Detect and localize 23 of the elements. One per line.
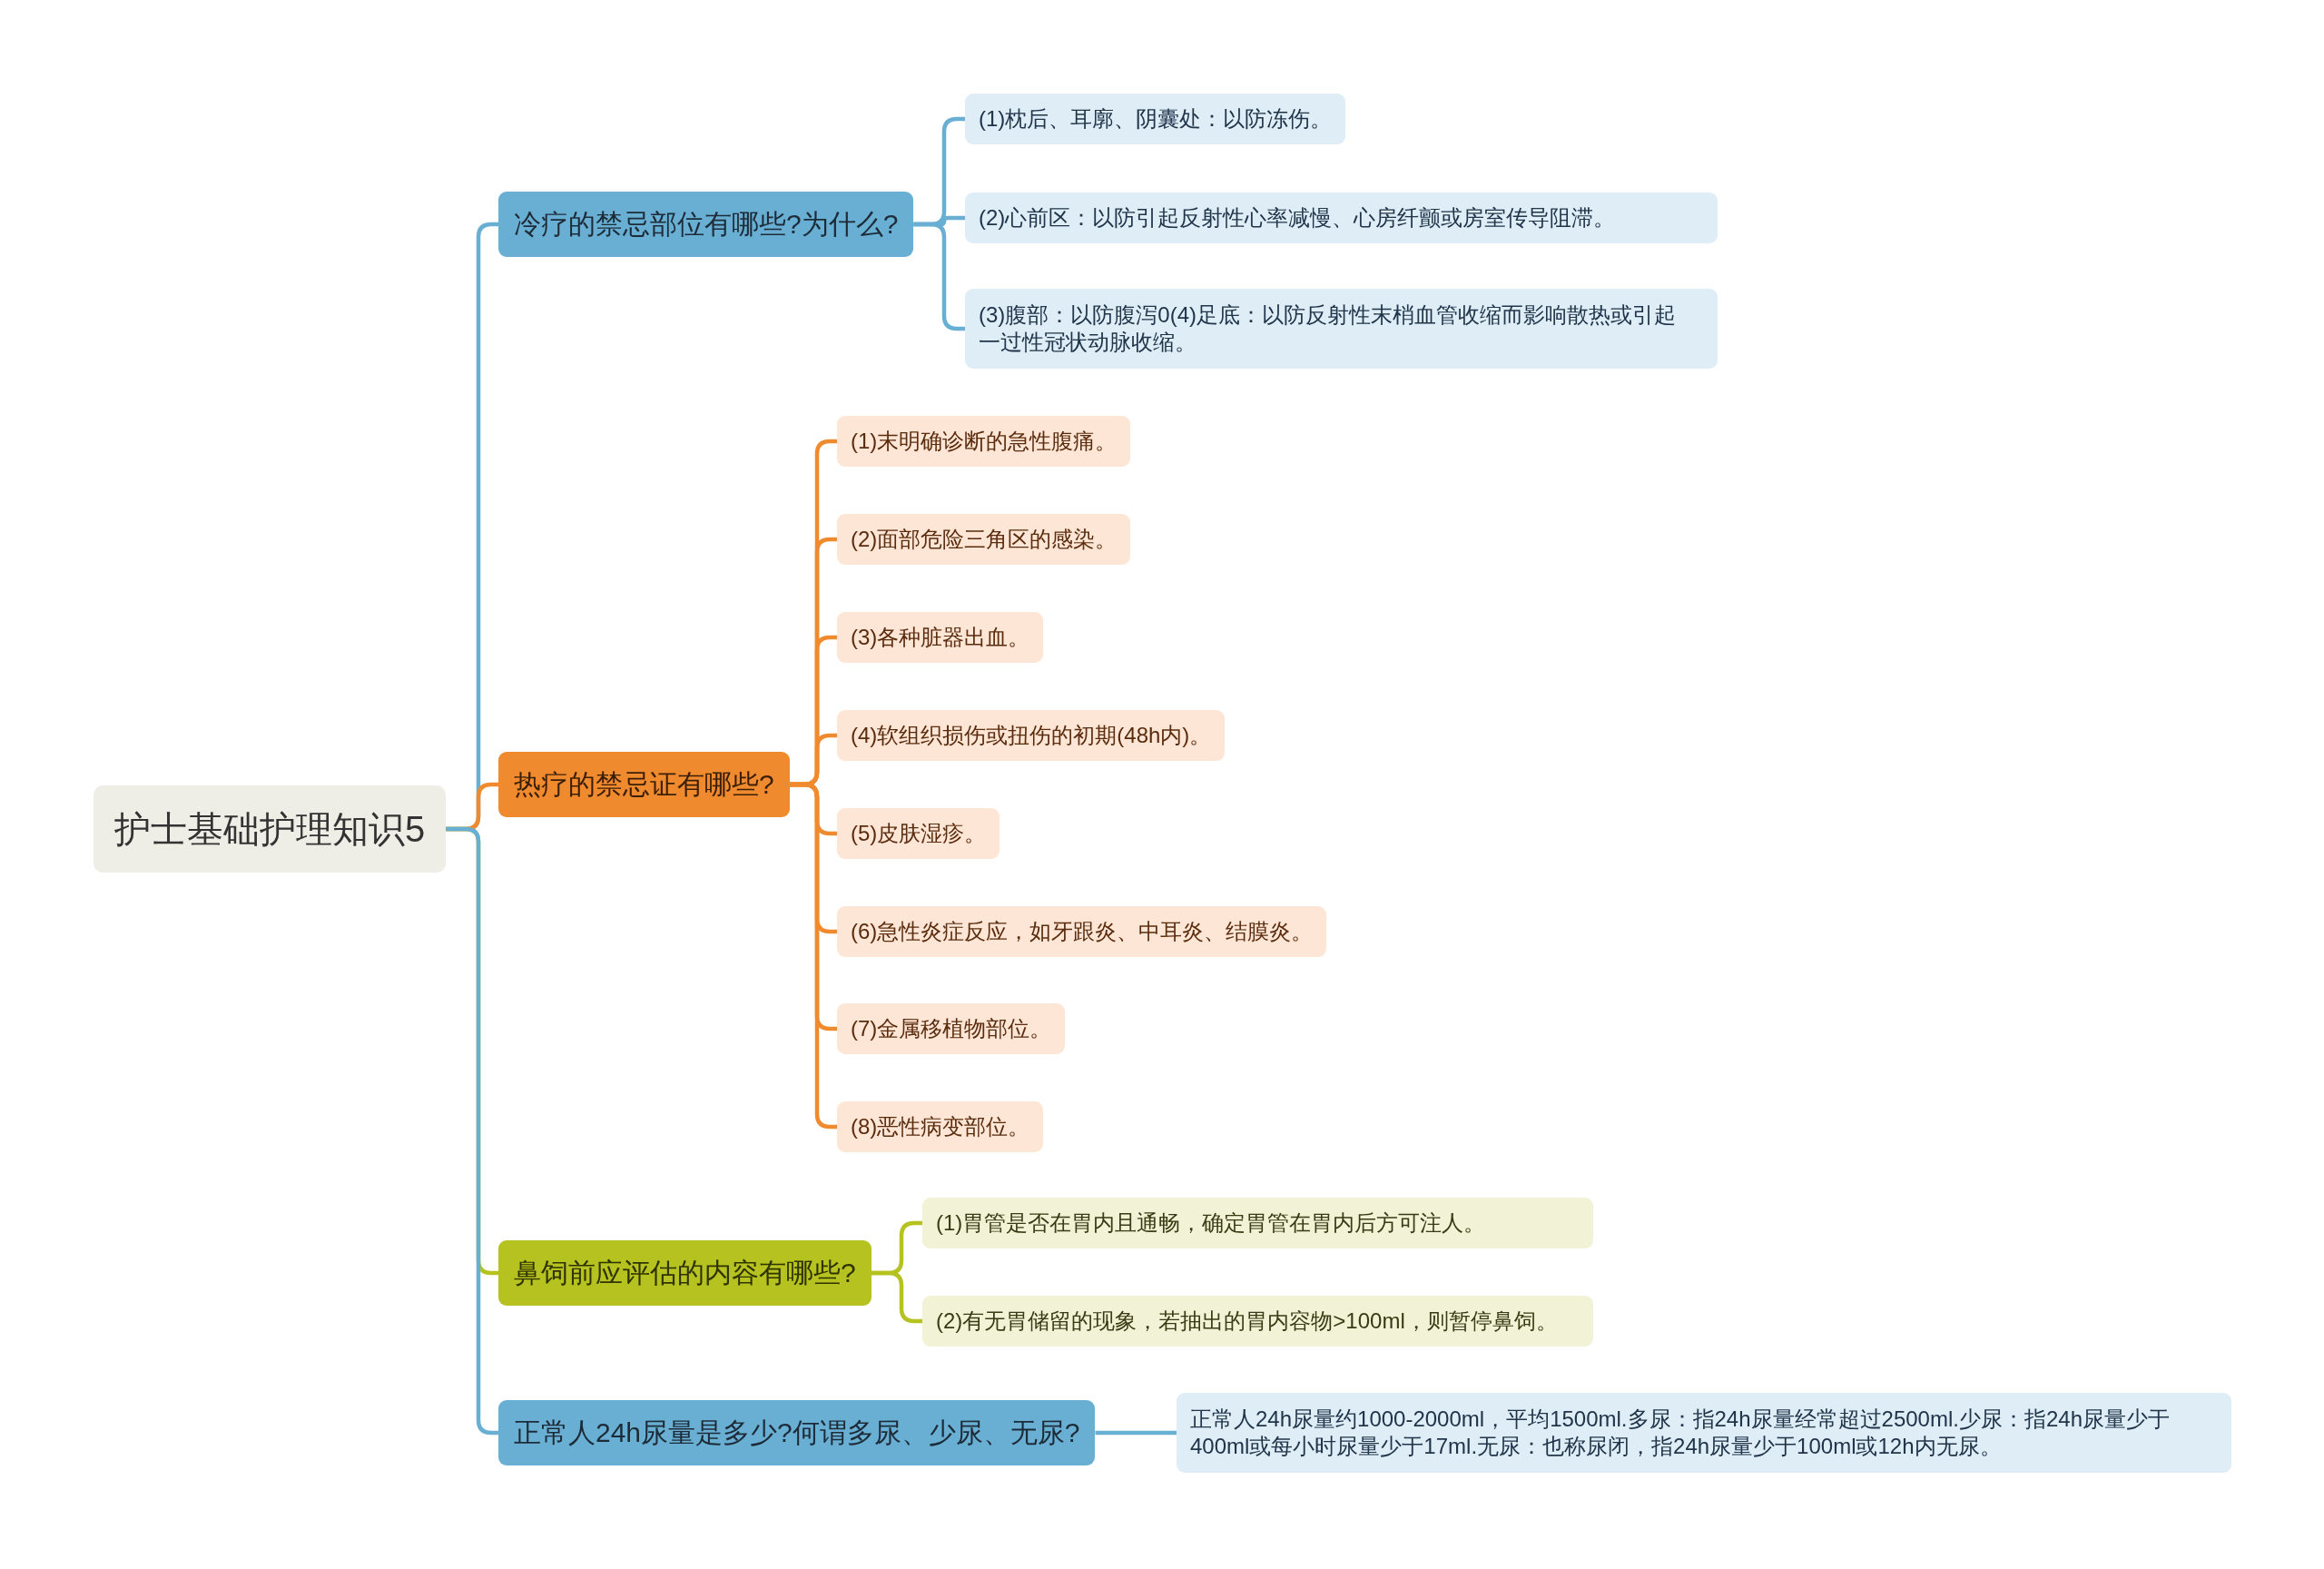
main-topic-box: 冷疗的禁忌部位有哪些?为什么? xyxy=(498,192,914,257)
main-topic-box: 正常人24h尿量是多少?何谓多尿、少尿、无尿? xyxy=(498,1400,1096,1465)
main-topic-box: 鼻饲前应评估的内容有哪些? xyxy=(498,1240,872,1306)
subtopic-box: (7)金属移植物部位。 xyxy=(837,1003,1066,1054)
subtopic-box: (5)皮肤湿疹。 xyxy=(837,808,1000,859)
connector-line xyxy=(871,1270,922,1324)
subtopic-box: (6)急性炎症反应，如牙跟炎、中耳炎、结膜炎。 xyxy=(837,906,1327,957)
subtopic-box: (2)面部危险三角区的感染。 xyxy=(837,514,1131,565)
subtopic-box: (1)末明确诊断的急性腹痛。 xyxy=(837,416,1131,467)
subtopic-box: (8)恶性病变部位。 xyxy=(837,1101,1044,1152)
connector-line xyxy=(913,222,965,331)
subtopic-box: 正常人24h尿量约1000-2000ml，平均1500ml.多尿：指24h尿量经常超过2500ml.少尿：指24h尿量少于400ml或每小时尿量少于17ml.无尿：也称尿闭，指24h尿量少于100ml或12h内无尿。 xyxy=(1177,1393,2231,1473)
main-topic-box: 热疗的禁忌证有哪些? xyxy=(498,752,790,817)
connector-line xyxy=(789,782,837,1130)
subtopic-box: (2)心前区：以防引起反射性心率减慢、心房纤颤或房室传导阻滞。 xyxy=(965,192,1718,243)
subtopic-box: (4)软组织损伤或扭伤的初期(48h内)。 xyxy=(837,710,1226,761)
connector-line xyxy=(1095,1430,1177,1436)
subtopic-box: (1)胃管是否在胃内且通畅，确定胃管在胃内后方可注人。 xyxy=(922,1198,1593,1248)
subtopic-box: (2)有无胃储留的现象，若抽出的胃内容物>100ml，则暂停鼻饲。 xyxy=(922,1296,1593,1347)
subtopic-box: (3)各种脏器出血。 xyxy=(837,612,1044,663)
central-topic-box: 护士基础护理知识5 xyxy=(94,785,447,873)
subtopic-box: (1)枕后、耳廓、阴囊处：以防冻伤。 xyxy=(965,94,1346,144)
subtopic-box: (3)腹部：以防腹泻0(4)足底：以防反射性末梢血管收缩而影响散热或引起一过性冠状动脉收缩。 xyxy=(965,289,1718,369)
